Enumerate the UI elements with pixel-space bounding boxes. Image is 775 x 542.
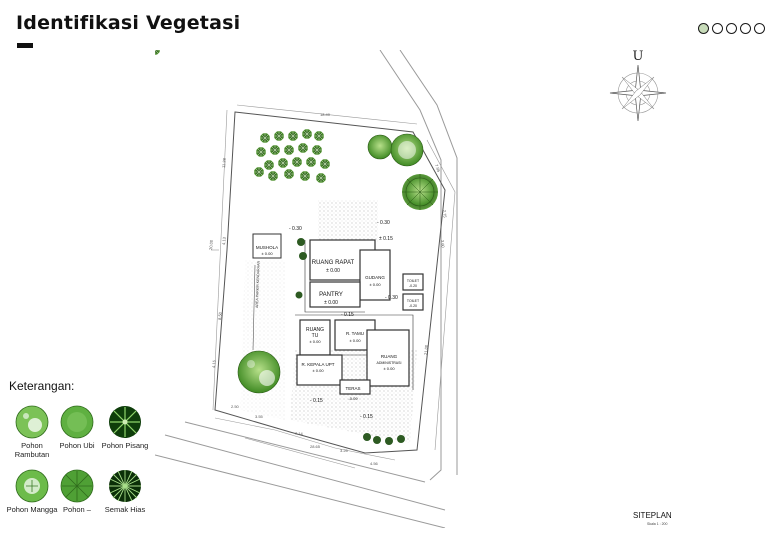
svg-text:RUANG: RUANG [306,327,324,333]
svg-text:TOILET: TOILET [407,299,420,303]
siteplan-scale: Skala 1 : 200 [647,522,667,526]
svg-text:- 0.15: - 0.15 [341,312,354,318]
page-dot-3[interactable] [726,23,737,34]
svg-text:TOILET: TOILET [407,279,420,283]
svg-text:8.50: 8.50 [217,311,223,320]
svg-text:± 0.00: ± 0.00 [261,251,273,256]
svg-text:± 0.15: ± 0.15 [379,236,393,242]
svg-text:± 0.00: ± 0.00 [369,282,381,287]
svg-text:3.60: 3.60 [440,240,446,249]
svg-text:± 0.00: ± 0.00 [312,368,324,373]
title-underline [17,43,33,48]
svg-text:TERAS: TERAS [345,386,360,391]
svg-text:± 0.00: ± 0.00 [383,366,395,371]
svg-text:11.28: 11.28 [221,157,227,168]
svg-text:-0.20: -0.20 [409,284,417,288]
legend-item-ubi: Pohon Ubi [49,404,105,450]
svg-text:GUDANG: GUDANG [365,275,385,280]
svg-text:± 0.00: ± 0.00 [324,300,338,306]
svg-text:- 0.30: - 0.30 [289,226,302,232]
svg-text:20.00: 20.00 [208,239,214,250]
svg-text:3.55: 3.55 [255,414,264,419]
svg-text:MUSHOLA: MUSHOLA [256,245,278,250]
svg-text:28.65: 28.65 [310,444,321,449]
svg-text:± 0.00: ± 0.00 [326,268,340,274]
page-title: Identifikasi Vegetasi [16,12,241,34]
svg-text:-0.09: -0.09 [348,396,358,401]
svg-text:-0.20: -0.20 [409,304,417,308]
svg-text:4.15: 4.15 [211,359,217,368]
small-shrubs [295,238,405,445]
shrub-icon [109,470,141,502]
svg-text:2.50: 2.50 [231,404,240,409]
svg-text:- 0.15: - 0.15 [360,414,373,420]
svg-text:7.14: 7.14 [295,431,304,436]
rambutan-tree-icon [15,405,49,439]
siteplan-drawing: 18.40 7.95 2.75 3.60 11.28 20.00 4.13 8.… [155,50,672,528]
legend-label: Pohon Rambutan [14,441,50,459]
tree-mango-west [237,350,281,394]
page-dot-1[interactable] [698,23,709,34]
legend-item-generic: Pohon – [49,468,105,514]
svg-text:- 0.15: - 0.15 [310,398,323,404]
legend-title: Keterangan: [9,379,75,393]
svg-text:3.25: 3.25 [340,448,349,453]
legend-item-rambutan: Pohon Rambutan [4,404,60,459]
dim-top: 18.40 [320,112,331,117]
legend-item-semak: Semak Hias [97,468,153,514]
svg-text:- 0.30: - 0.30 [377,220,390,226]
legend-label: Pohon Pisang [101,441,149,450]
shrub-cluster [155,50,160,55]
banana-tree-icon [109,406,141,438]
svg-text:R. TAMU: R. TAMU [346,331,364,336]
page-dot-5[interactable] [754,23,765,34]
svg-text:21.00: 21.00 [423,344,429,355]
tree-cluster-northeast [367,133,438,210]
svg-text:RUANG: RUANG [381,354,398,359]
page-dot-4[interactable] [740,23,751,34]
svg-text:AREA PARKIR KENDARAAN: AREA PARKIR KENDARAAN [255,260,261,308]
legend-label: Pohon Ubi [59,441,95,450]
svg-text:4.13: 4.13 [221,236,227,245]
svg-text:RUANG RAPAT: RUANG RAPAT [312,260,355,266]
legend-label: Pohon – [63,505,91,514]
svg-text:- 0.30: - 0.30 [385,295,398,301]
svg-text:R. KEPALA UPT: R. KEPALA UPT [302,362,335,367]
svg-text:7.95: 7.95 [434,164,442,174]
svg-text:± 0.00: ± 0.00 [349,338,361,343]
legend-item-pisang: Pohon Pisang [97,404,153,450]
legend-label: Pohon Mangga [6,505,58,514]
svg-text:TU: TU [312,333,319,339]
ubi-tree-icon [60,405,94,439]
page-indicator [698,23,765,34]
svg-text:± 0.00: ± 0.00 [309,339,321,344]
legend-item-mangga: Pohon Mangga [4,468,60,514]
north-label: U [633,50,644,64]
svg-text:4.56: 4.56 [370,461,379,466]
svg-text:ADMINISTRASI: ADMINISTRASI [377,361,402,365]
page-dot-2[interactable] [712,23,723,34]
legend-label: Semak Hias [104,505,146,514]
mango-tree-icon [15,469,49,503]
svg-text:2.75: 2.75 [442,210,448,219]
generic-tree-icon [60,469,94,503]
siteplan-title: SITEPLAN [633,511,672,520]
svg-text:PANTRY: PANTRY [319,292,343,298]
north-arrow-icon [609,64,667,122]
